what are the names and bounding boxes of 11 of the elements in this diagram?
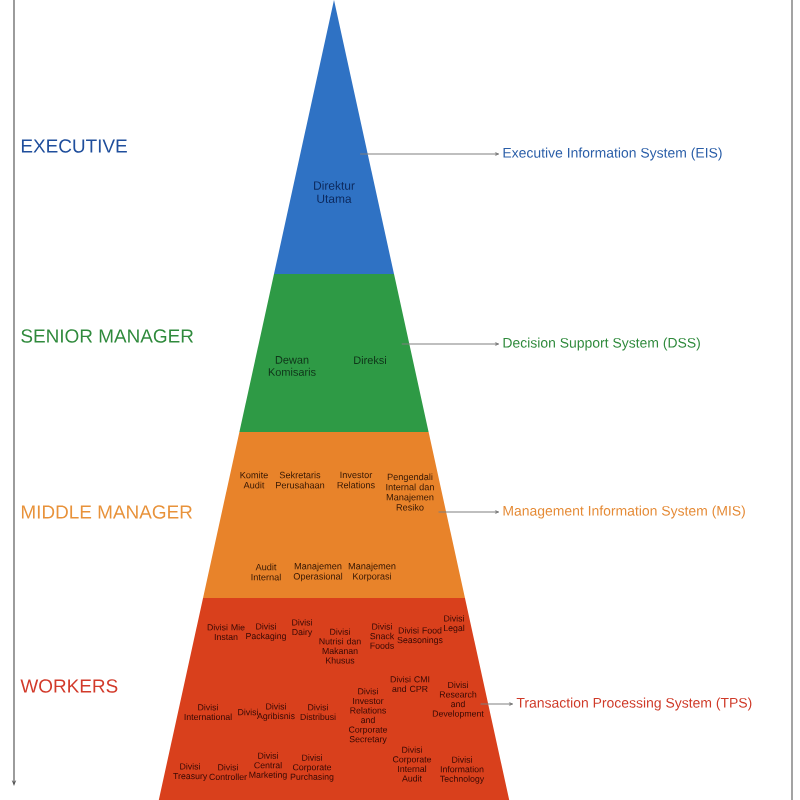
pyramid-band <box>158 598 510 800</box>
arrow <box>401 342 500 346</box>
pyramid-band <box>203 432 465 598</box>
arrow <box>359 152 500 156</box>
level-label: EXECUTIVE <box>21 139 127 153</box>
arrow <box>438 510 500 514</box>
pyramid-band <box>274 0 394 274</box>
pyramid-band <box>239 274 429 432</box>
level-label: SENIOR MANAGER <box>21 329 194 343</box>
level-label: WORKERS <box>20 679 118 693</box>
arrow <box>480 702 514 706</box>
